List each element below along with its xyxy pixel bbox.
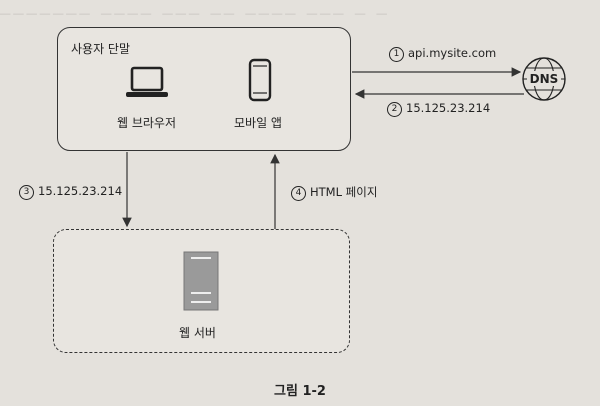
client-box: 사용자 단말 웹 브라우저 모바일 앱 xyxy=(57,27,351,151)
dns-label: DNS xyxy=(530,72,559,86)
server-icon xyxy=(183,251,219,311)
dns-globe-icon: DNS xyxy=(522,57,566,101)
client-title: 사용자 단말 xyxy=(71,42,131,56)
server-box: 웹 서버 xyxy=(53,229,350,353)
figure-caption: 그림 1-2 xyxy=(274,384,326,399)
server-label: 웹 서버 xyxy=(179,326,216,340)
smartphone-icon xyxy=(248,58,272,102)
laptop-icon xyxy=(126,66,168,97)
mobile-label: 모바일 앱 xyxy=(234,116,282,130)
bleed-text: ─────── ──── ─── ── ──── ─── ─ ─ xyxy=(0,5,390,25)
browser-label: 웹 브라우저 xyxy=(117,116,177,130)
